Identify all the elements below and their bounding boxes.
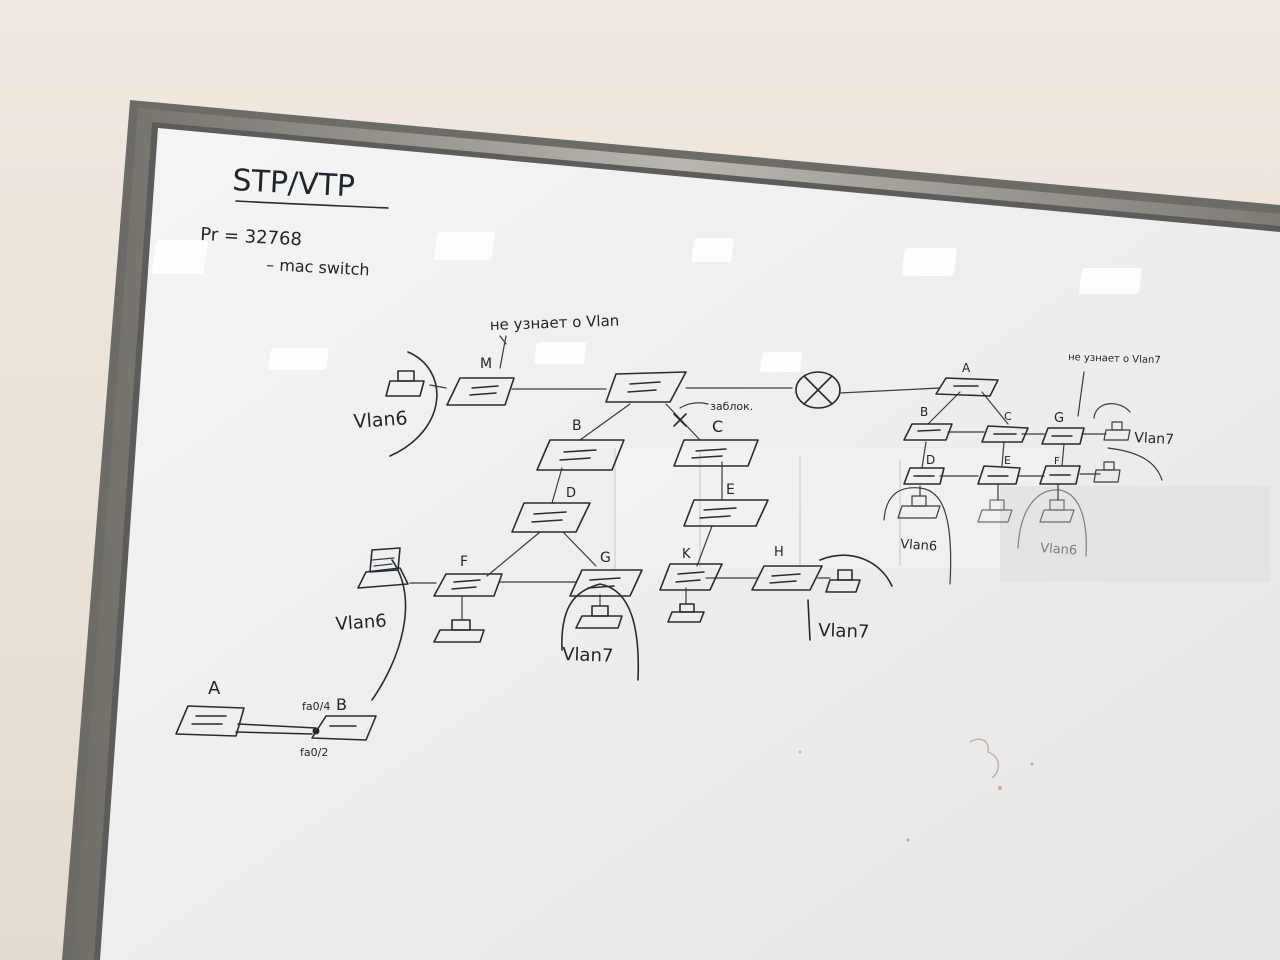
pc-icon-right-f2 [1039,499,1075,523]
switch-icon-right-g [1041,427,1085,445]
label-vlan7-h: Vlan7 [818,620,870,643]
label-trunk-b: B [336,695,347,714]
label-right-e: E [1004,454,1011,467]
left-links [409,384,831,621]
vlan6-top-boundary [389,351,438,457]
label-switch-m: M [480,356,492,372]
switch-icon-trunk-a [175,705,245,737]
label-right-vlan6: Vlan6 [900,537,938,555]
label-right-f: F [1054,456,1060,467]
switch-icon-right-f [1039,465,1081,485]
pc-icon-right-g [1103,421,1131,441]
trunk-link [235,723,317,735]
blocked-port-mark [673,413,687,427]
pc-icon-f [433,619,485,643]
ceiling-light-reflection [151,232,1142,372]
title-underline [235,200,389,209]
trunk-port-dot [312,727,320,735]
vlan7-h-tick [807,599,811,641]
label-switch-c: C [712,417,723,436]
switch-icon-h [751,565,823,591]
note-right-no-learn: не узнает о Vlan7 [1068,352,1161,366]
pc-icon-k [667,603,705,623]
vlan6-right-boundary [883,487,952,585]
pc-icon-right-d [897,495,941,519]
label-switch-k: K [682,547,691,562]
label-vlan6-top: Vlan6 [353,407,408,433]
switch-icon-c [673,439,759,467]
switch-icon-e [683,499,769,527]
switch-icon-b [536,439,625,471]
label-right-d: D [926,453,935,467]
label-right-c: C [1004,410,1012,423]
trunk-diagram: A fa0/4 B fa0/2 [175,678,377,759]
label-trunk-port-bottom: fa0/2 [300,746,328,759]
switch-icon-right-a [935,377,999,397]
switch-icon-right-b [903,423,953,441]
window-reflection [614,448,1270,582]
vlan6-mid-boundary [1017,489,1087,557]
vlan7-right-boundary-top [1093,403,1131,419]
vlan7-g-boundary [561,583,640,681]
pc-icon-right-f [1093,461,1121,483]
switch-icon-right-c [981,425,1029,443]
vlan6-bottom-boundary [371,559,407,701]
whiteboard-surface [100,128,1280,960]
label-trunk-a: A [208,678,221,699]
label-right-vlan7: Vlan7 [1134,430,1175,448]
block-pointer [679,402,709,409]
board-title: STP/VTP [232,163,356,204]
pc-icon-vlan6-top [385,370,425,397]
switch-icon-f [433,573,503,597]
label-right-vlan6-mid: Vlan6 [1040,541,1078,559]
label-switch-f: F [460,554,468,570]
pc-icon-right-e [977,499,1013,523]
label-right-g: G [1054,411,1064,426]
left-network-diagram: не узнает о Vlan M B C D E F G K H забло… [335,311,941,701]
router-icon [795,371,941,409]
vlan7-h-boundary [819,554,893,587]
switch-icon-right-e [977,465,1021,485]
label-switch-b: B [572,418,582,434]
label-switch-d: D [566,486,576,501]
label-switch-e: E [726,482,735,498]
switch-icon-right-d [903,467,945,485]
pc-icon-g [575,605,623,629]
note-no-learn-vlan: не узнает о Vlan [490,311,620,334]
right-network-diagram: не узнает о Vlan7 A B C G D E F Vlan7 Vl… [883,352,1175,585]
switch-icon-m [446,377,515,406]
right-links [919,371,1107,501]
board-smudges [798,738,1034,842]
switch-icon-k [659,563,723,591]
switch-icon-d [511,502,591,533]
switch-icon-root [605,371,687,403]
label-right-b: B [920,405,928,419]
label-right-a: A [962,361,971,375]
label-blocked: заблок. [710,400,753,413]
note-arrow [499,335,507,369]
vlan7-right-boundary [1107,447,1163,481]
label-vlan6-bottom: Vlan6 [335,610,388,635]
label-trunk-port-top: fa0/4 [302,700,330,713]
label-switch-h: H [774,545,784,560]
label-switch-g: G [600,550,611,566]
pc-icon-h [825,569,861,593]
label-vlan7-g: Vlan7 [562,644,614,667]
